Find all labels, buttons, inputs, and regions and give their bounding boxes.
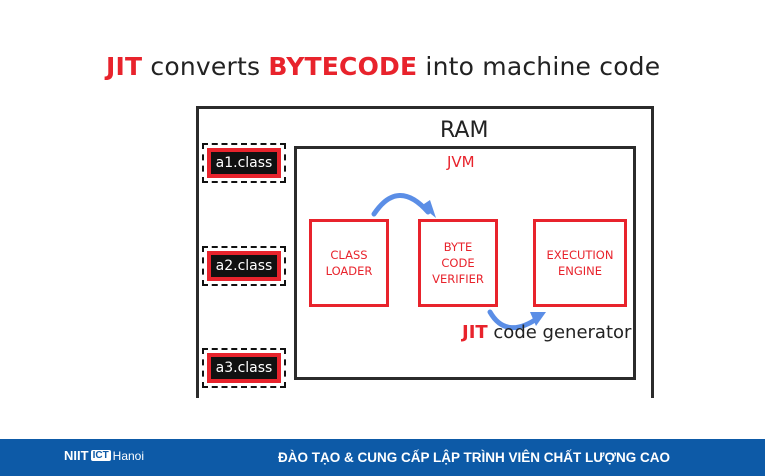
title-machine-code: into machine code bbox=[417, 52, 661, 81]
engine-line2: ENGINE bbox=[557, 264, 603, 278]
logo-city: Hanoi bbox=[112, 448, 145, 463]
arrow-loader-to-verifier bbox=[371, 193, 431, 217]
class-loader-box: CLASS LOADER bbox=[309, 219, 389, 307]
class-file-a2: a2.class bbox=[202, 246, 286, 286]
verifier-line2: CODE bbox=[441, 256, 475, 270]
ram-box bbox=[196, 106, 654, 398]
arrow-verifier-to-engine bbox=[487, 309, 541, 330]
niit-logo: NIIT ICT Hanoi bbox=[64, 448, 144, 463]
execution-engine-box: EXECUTION ENGINE bbox=[533, 219, 627, 307]
diagram-title: JIT converts BYTECODE into machine code bbox=[106, 52, 660, 81]
arrowhead-verifier-to-engine bbox=[530, 312, 546, 326]
ram-label: RAM bbox=[440, 118, 489, 143]
class-file-a1: a1.class bbox=[202, 143, 286, 183]
engine-line1: EXECUTION bbox=[546, 248, 614, 262]
jvm-label: JVM bbox=[447, 153, 475, 171]
class-loader-line2: LOADER bbox=[325, 264, 373, 278]
class-file-a3: a3.class bbox=[202, 348, 286, 388]
arrowhead-loader-to-verifier bbox=[421, 200, 436, 218]
title-bytecode: BYTECODE bbox=[268, 52, 418, 81]
jvm-box bbox=[294, 146, 636, 380]
jit-note-text: code generator bbox=[487, 322, 632, 343]
verifier-line3: VERIFIER bbox=[432, 272, 484, 286]
class-loader-line1: CLASS bbox=[330, 248, 368, 262]
logo-badge: ICT bbox=[90, 450, 111, 461]
title-jit: JIT bbox=[106, 52, 143, 81]
byte-code-verifier-box: BYTE CODE VERIFIER bbox=[418, 219, 498, 307]
jit-note-jit: JIT bbox=[462, 322, 488, 343]
title-converts: converts bbox=[142, 52, 269, 81]
jit-code-generator-note: JIT code generator bbox=[462, 322, 631, 343]
footer-bar bbox=[0, 439, 765, 476]
logo-niit: NIIT bbox=[64, 448, 89, 463]
verifier-line1: BYTE bbox=[443, 240, 473, 254]
footer-tagline: ĐÀO TẠO & CUNG CẤP LẬP TRÌNH VIÊN CHẤT L… bbox=[278, 450, 670, 465]
